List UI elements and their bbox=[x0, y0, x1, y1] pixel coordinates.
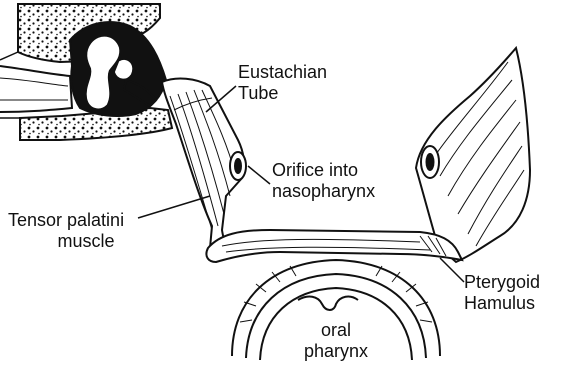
leader-pterygoid bbox=[440, 258, 464, 282]
leader-tensor bbox=[138, 196, 210, 218]
leader-eustachian bbox=[206, 86, 236, 112]
leader-orifice bbox=[248, 166, 270, 184]
